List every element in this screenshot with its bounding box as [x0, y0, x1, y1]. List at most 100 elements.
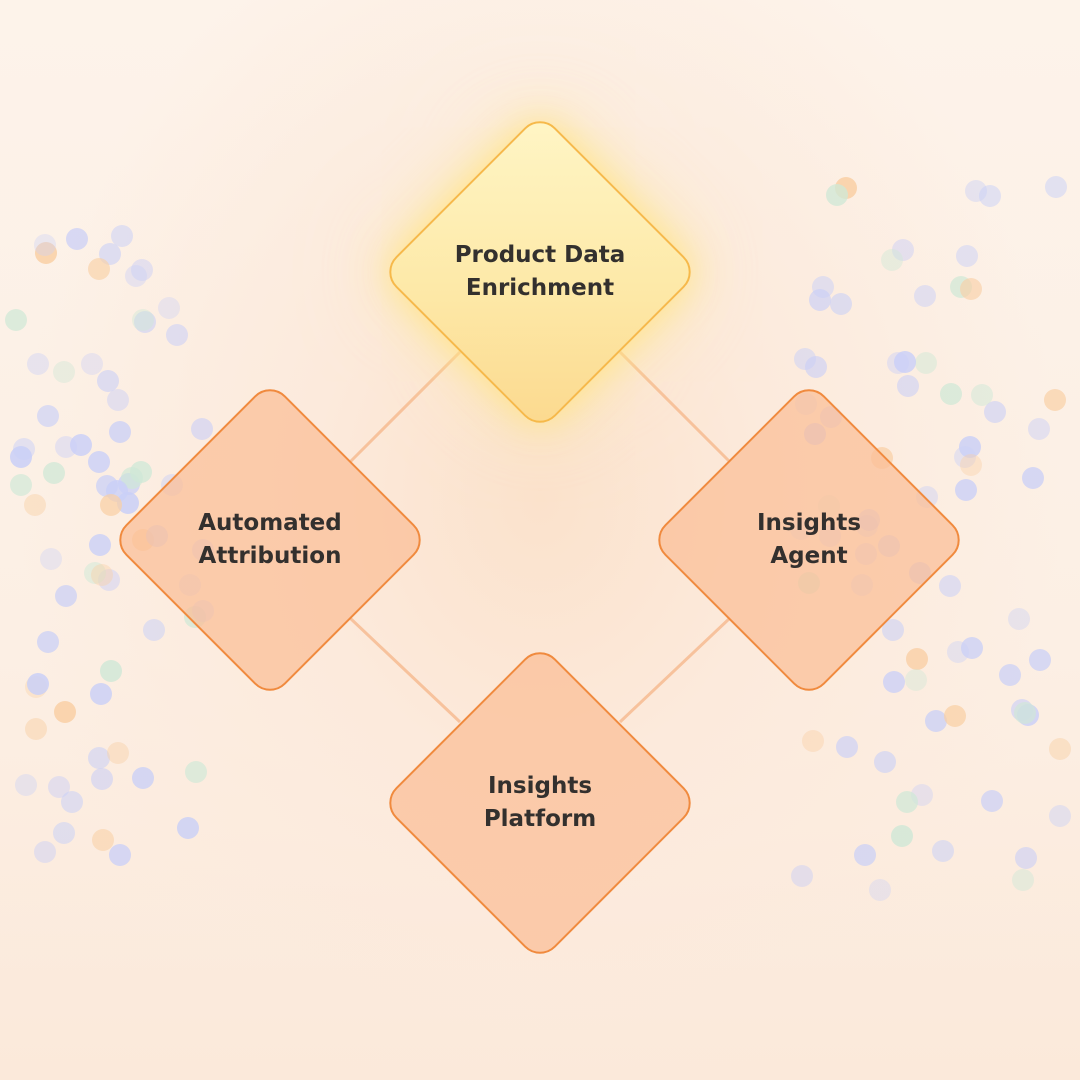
connector-right-bottom	[618, 616, 732, 724]
decorative-dot	[92, 829, 114, 851]
decorative-dot	[100, 660, 122, 682]
decorative-dot	[55, 436, 77, 458]
decorative-dot	[826, 184, 848, 206]
decorative-dot	[107, 389, 129, 411]
decorative-dot	[874, 751, 896, 773]
decorative-dot	[897, 375, 919, 397]
node-product-data-enrichment: Product Data Enrichment	[380, 112, 700, 432]
decorative-dot	[35, 242, 57, 264]
decorative-dot	[944, 705, 966, 727]
decorative-dot	[15, 774, 37, 796]
decorative-dot	[90, 683, 112, 705]
decorative-dot	[109, 421, 131, 443]
decorative-dot	[54, 701, 76, 723]
decorative-dot	[830, 293, 852, 315]
decorative-dot	[125, 265, 147, 287]
decorative-dot	[10, 474, 32, 496]
decorative-dot	[836, 736, 858, 758]
decorative-dot	[999, 664, 1021, 686]
decorative-dot	[98, 569, 120, 591]
decorative-dot	[984, 401, 1006, 423]
decorative-dot	[1045, 176, 1067, 198]
decorative-dot	[1012, 869, 1034, 891]
decorative-dot	[111, 225, 133, 247]
decorative-dot	[84, 562, 106, 584]
decorative-dot	[40, 548, 62, 570]
decorative-dot	[932, 840, 954, 862]
decorative-dot	[854, 844, 876, 866]
decorative-dot	[131, 259, 153, 281]
decorative-dot	[100, 494, 122, 516]
decorative-dot	[1049, 805, 1071, 827]
decorative-dot	[24, 494, 46, 516]
decorative-dot	[961, 637, 983, 659]
decorative-dot	[979, 185, 1001, 207]
decorative-dot	[955, 479, 977, 501]
decorative-dot	[132, 767, 154, 789]
decorative-dot	[925, 710, 947, 732]
decorative-dot	[887, 352, 909, 374]
decorative-dot	[891, 825, 913, 847]
decorative-dot	[956, 245, 978, 267]
decorative-dot	[34, 841, 56, 863]
decorative-dot	[27, 673, 49, 695]
decorative-dot	[37, 405, 59, 427]
decorative-dot	[960, 454, 982, 476]
decorative-dot	[43, 462, 65, 484]
decorative-dot	[88, 258, 110, 280]
connector-top-right	[618, 350, 732, 464]
decorative-dot	[88, 451, 110, 473]
decorative-dot	[166, 324, 188, 346]
decorative-dot	[55, 585, 77, 607]
decorative-dot	[10, 446, 32, 468]
decorative-dot	[915, 352, 937, 374]
decorative-dot	[882, 619, 904, 641]
decorative-dot	[5, 309, 27, 331]
decorative-dot	[1015, 847, 1037, 869]
node-label: Insights Agent	[756, 510, 862, 569]
decorative-dot	[88, 747, 110, 769]
node-automated-attribution: Automated Attribution	[110, 380, 430, 700]
decorative-dot	[91, 768, 113, 790]
decorative-dot	[27, 353, 49, 375]
decorative-dot	[805, 356, 827, 378]
decorative-dot	[109, 844, 131, 866]
node-insights-agent: Insights Agent	[649, 380, 969, 700]
decorative-dot	[1008, 608, 1030, 630]
decorative-dot	[185, 761, 207, 783]
decorative-dot	[61, 791, 83, 813]
decorative-dot	[130, 461, 152, 483]
decorative-dot	[905, 669, 927, 691]
decorative-dot	[971, 384, 993, 406]
decorative-dot	[37, 631, 59, 653]
decorative-dot	[1028, 418, 1050, 440]
decorative-dot	[1029, 649, 1051, 671]
decorative-dot	[1022, 467, 1044, 489]
decorative-dot	[34, 234, 56, 256]
decorative-dot	[107, 742, 129, 764]
decorative-dot	[70, 434, 92, 456]
decorative-dot	[940, 383, 962, 405]
decorative-dot	[25, 718, 47, 740]
decorative-dot	[960, 278, 982, 300]
decorative-dot	[906, 648, 928, 670]
decorative-dot	[914, 285, 936, 307]
decorative-dot	[53, 822, 75, 844]
connector-top-left	[348, 350, 462, 464]
node-insights-platform: Insights Platform	[380, 643, 700, 963]
decorative-dot	[53, 361, 75, 383]
decorative-dot	[1049, 738, 1071, 760]
decorative-dot	[97, 370, 119, 392]
node-label: Insights Platform	[483, 773, 597, 832]
decorative-dot	[809, 289, 831, 311]
decorative-dot	[132, 309, 154, 331]
decorative-dot	[89, 534, 111, 556]
decorative-dot	[1014, 702, 1036, 724]
decorative-dot	[939, 575, 961, 597]
decorative-dot	[1044, 389, 1066, 411]
decorative-dot	[881, 249, 903, 271]
decorative-dot	[869, 879, 891, 901]
decorative-dot	[66, 228, 88, 250]
decorative-dot	[177, 817, 199, 839]
